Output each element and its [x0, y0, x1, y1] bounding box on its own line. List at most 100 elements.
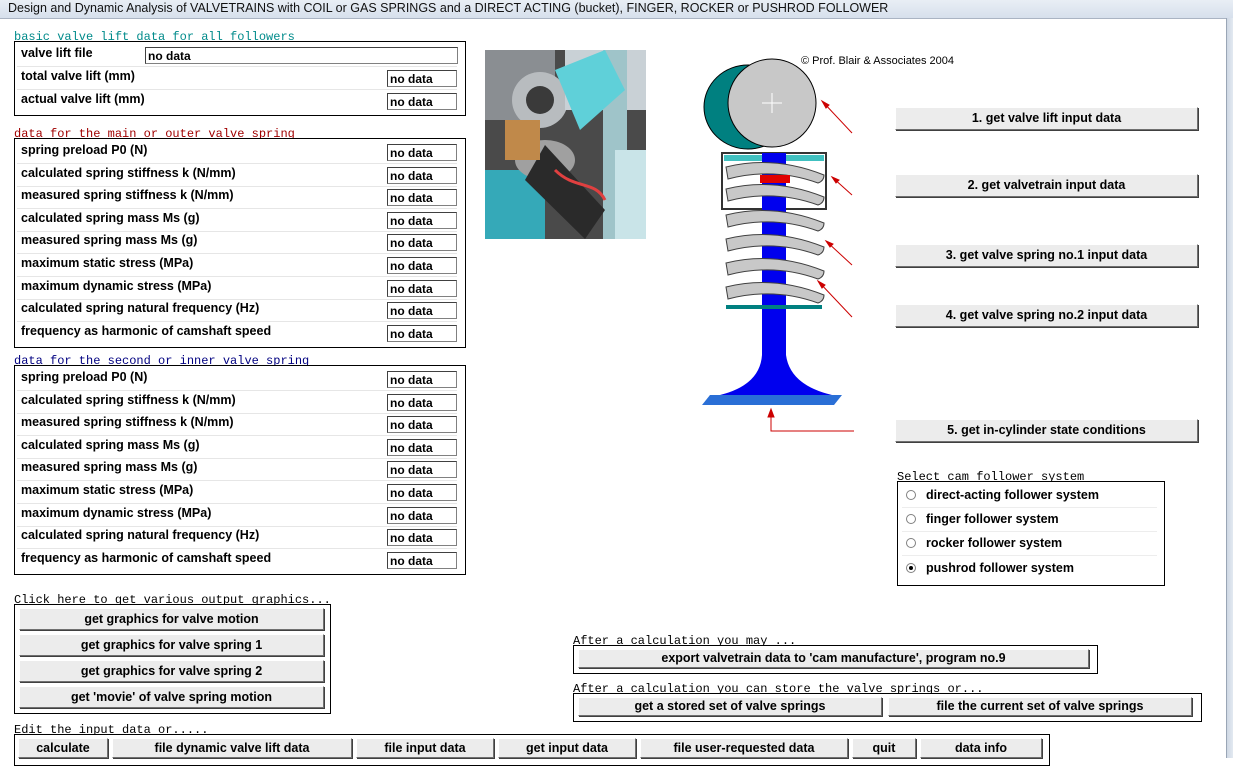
inner-spring-label: calculated spring natural frequency (Hz) [21, 528, 260, 543]
store-section: get a stored set of valve springs file t… [573, 693, 1202, 722]
quit-button[interactable]: quit [852, 738, 916, 758]
outer-spring-label: calculated spring mass Ms (g) [21, 210, 200, 225]
spring-motion-movie-button[interactable]: get 'movie' of valve spring motion [19, 686, 324, 708]
inner-spring-value-field[interactable]: no data [387, 371, 457, 388]
outer-spring-label: maximum dynamic stress (MPa) [21, 278, 212, 293]
inner-spring-value-field[interactable]: no data [387, 438, 457, 456]
file-current-springs-button[interactable]: file the current set of valve springs [888, 697, 1192, 716]
inner-spring-label: measured spring stiffness k (N/mm) [21, 415, 234, 430]
valve-head [720, 355, 832, 395]
edit-heading: Edit the input data or..... [14, 723, 209, 737]
valve-spring-2-graphics-button[interactable]: get graphics for valve spring 2 [19, 660, 324, 682]
valvetrain-photo [485, 50, 646, 239]
graphics-heading: Click here to get various output graphic… [14, 593, 331, 607]
outer-spring-value-field[interactable]: no data [387, 302, 457, 320]
radio-button-selected[interactable] [906, 563, 916, 573]
outer-spring-value-field[interactable]: no data [387, 257, 457, 274]
valve-spring-1-graphics-button[interactable]: get graphics for valve spring 1 [19, 634, 324, 656]
outer-spring-label: frequency as harmonic of camshaft speed [21, 323, 272, 338]
radio-finger[interactable]: finger follower system [902, 509, 1157, 532]
inner-spring-label: calculated spring stiffness k (N/mm) [21, 392, 236, 407]
total-valve-lift-label: total valve lift (mm) [21, 69, 135, 83]
outer-spring-value-field[interactable]: no data [387, 234, 457, 252]
valve-lift-file-row: valve lift file no data [17, 44, 458, 67]
inner-spring-value-field[interactable]: no data [387, 416, 457, 434]
window-title: Design and Dynamic Analysis of VALVETRAI… [8, 1, 889, 15]
outer-spring-value-field[interactable]: no data [387, 166, 457, 184]
outer-spring-row: measured spring stiffness k (N/mm)no dat… [17, 186, 457, 210]
valve-lift-file-label: valve lift file [21, 46, 93, 60]
actual-valve-lift-label: actual valve lift (mm) [21, 92, 145, 106]
radio-button[interactable] [906, 538, 916, 548]
inner-spring-value-field[interactable]: no data [387, 393, 457, 411]
edit-toolbar: calculate file dynamic valve lift data f… [14, 734, 1050, 766]
get-in-cylinder-conditions-button[interactable]: 5. get in-cylinder state conditions [895, 419, 1198, 442]
file-input-data-button[interactable]: file input data [356, 738, 494, 758]
inner-spring-heading: data for the second or inner valve sprin… [14, 354, 310, 368]
follower-heading: Select cam follower system [897, 470, 1085, 484]
radio-button[interactable] [906, 514, 916, 524]
calculate-button[interactable]: calculate [18, 738, 108, 758]
get-valve-lift-input-button[interactable]: 1. get valve lift input data [895, 107, 1198, 130]
outer-spring-value-field[interactable]: no data [387, 279, 457, 297]
outer-spring-row: calculated spring stiffness k (N/mm)no d… [17, 164, 457, 187]
outer-spring-row: calculated spring mass Ms (g) no data [17, 209, 457, 232]
file-user-requested-data-button[interactable]: file user-requested data [640, 738, 848, 758]
file-dynamic-valve-lift-button[interactable]: file dynamic valve lift data [112, 738, 352, 758]
inner-spring-value-field[interactable]: no data [387, 529, 457, 547]
outer-spring-label: maximum static stress (MPa) [21, 256, 194, 270]
export-cam-manufacture-button[interactable]: export valvetrain data to 'cam manufactu… [578, 649, 1089, 668]
outer-spring-value-field[interactable]: no data [387, 211, 457, 229]
inner-spring-label: calculated spring mass Ms (g) [21, 437, 200, 452]
outer-spring-label: measured spring mass Ms (g) [21, 233, 198, 248]
actual-valve-lift-field[interactable]: no data [387, 93, 457, 110]
radio-label: finger follower system [926, 512, 1059, 526]
export-section: export valvetrain data to 'cam manufactu… [573, 645, 1098, 674]
actual-valve-lift-row: actual valve lift (mm) no data [17, 90, 457, 112]
inner-spring-row: maximum static stress (MPa) no data [17, 481, 457, 504]
get-spring-2-input-button[interactable]: 4. get valve spring no.2 input data [895, 304, 1198, 327]
total-valve-lift-field[interactable]: no data [387, 70, 457, 87]
outer-spring-value-field[interactable]: no data [387, 189, 457, 207]
radio-rocker[interactable]: rocker follower system [902, 533, 1157, 556]
inner-spring-label: maximum static stress (MPa) [21, 483, 194, 497]
data-info-button[interactable]: data info [920, 738, 1042, 758]
radio-direct-acting[interactable]: direct-acting follower system [902, 485, 1157, 508]
inner-spring-label: spring preload P0 (N) [21, 370, 148, 384]
valve-lift-file-field[interactable]: no data [145, 47, 458, 64]
inner-spring-row: frequency as harmonic of camshaft speed n… [17, 549, 457, 571]
valvetrain-diagram [700, 55, 870, 440]
get-spring-1-input-button[interactable]: 3. get valve spring no.1 input data [895, 244, 1198, 267]
outer-spring-row: calculated spring natural frequency (Hz)… [17, 299, 457, 323]
outer-spring-value-field[interactable]: no data [387, 324, 457, 342]
inner-spring-label: maximum dynamic stress (MPa) [21, 505, 212, 520]
radio-label: rocker follower system [926, 536, 1063, 550]
inner-spring-label: frequency as harmonic of camshaft speed [21, 550, 272, 565]
outer-spring-label: spring preload P0 (N) [21, 143, 148, 157]
inner-spring-row: calculated spring mass Ms (g) no data [17, 436, 457, 459]
get-input-data-button[interactable]: get input data [498, 738, 636, 758]
outer-spring-value-field[interactable]: no data [387, 144, 457, 161]
get-valvetrain-input-button[interactable]: 2. get valvetrain input data [895, 174, 1198, 197]
radio-label: direct-acting follower system [926, 488, 1099, 502]
inner-spring-value-field[interactable]: no data [387, 461, 457, 479]
basic-section-heading: basic valve lift data for all followers [14, 30, 295, 44]
inner-spring-value-field[interactable]: no data [387, 484, 457, 501]
valve-motion-graphics-button[interactable]: get graphics for valve motion [19, 608, 324, 630]
inner-spring-row: measured spring mass Ms (g) no data [17, 458, 457, 482]
inner-spring-value-field[interactable]: no data [387, 551, 457, 569]
get-stored-springs-button[interactable]: get a stored set of valve springs [578, 697, 882, 716]
radio-pushrod[interactable]: pushrod follower system [902, 558, 1157, 580]
inner-spring-row: maximum dynamic stress (MPa) no data [17, 504, 457, 527]
graphics-section: get graphics for valve motion get graphi… [14, 604, 331, 714]
total-valve-lift-row: total valve lift (mm) no data [17, 67, 457, 90]
inner-spring-row: calculated spring stiffness k (N/mm) no d… [17, 391, 457, 414]
outer-spring-row: maximum static stress (MPa) no data [17, 254, 457, 277]
inner-spring-label: measured spring mass Ms (g) [21, 460, 198, 475]
outer-spring-row: measured spring mass Ms (g) no data [17, 231, 457, 255]
inner-spring-value-field[interactable]: no data [387, 506, 457, 524]
store-heading: After a calculation you can store the va… [573, 682, 984, 696]
basic-section: valve lift file no data total valve lift… [14, 41, 466, 116]
radio-button[interactable] [906, 490, 916, 500]
